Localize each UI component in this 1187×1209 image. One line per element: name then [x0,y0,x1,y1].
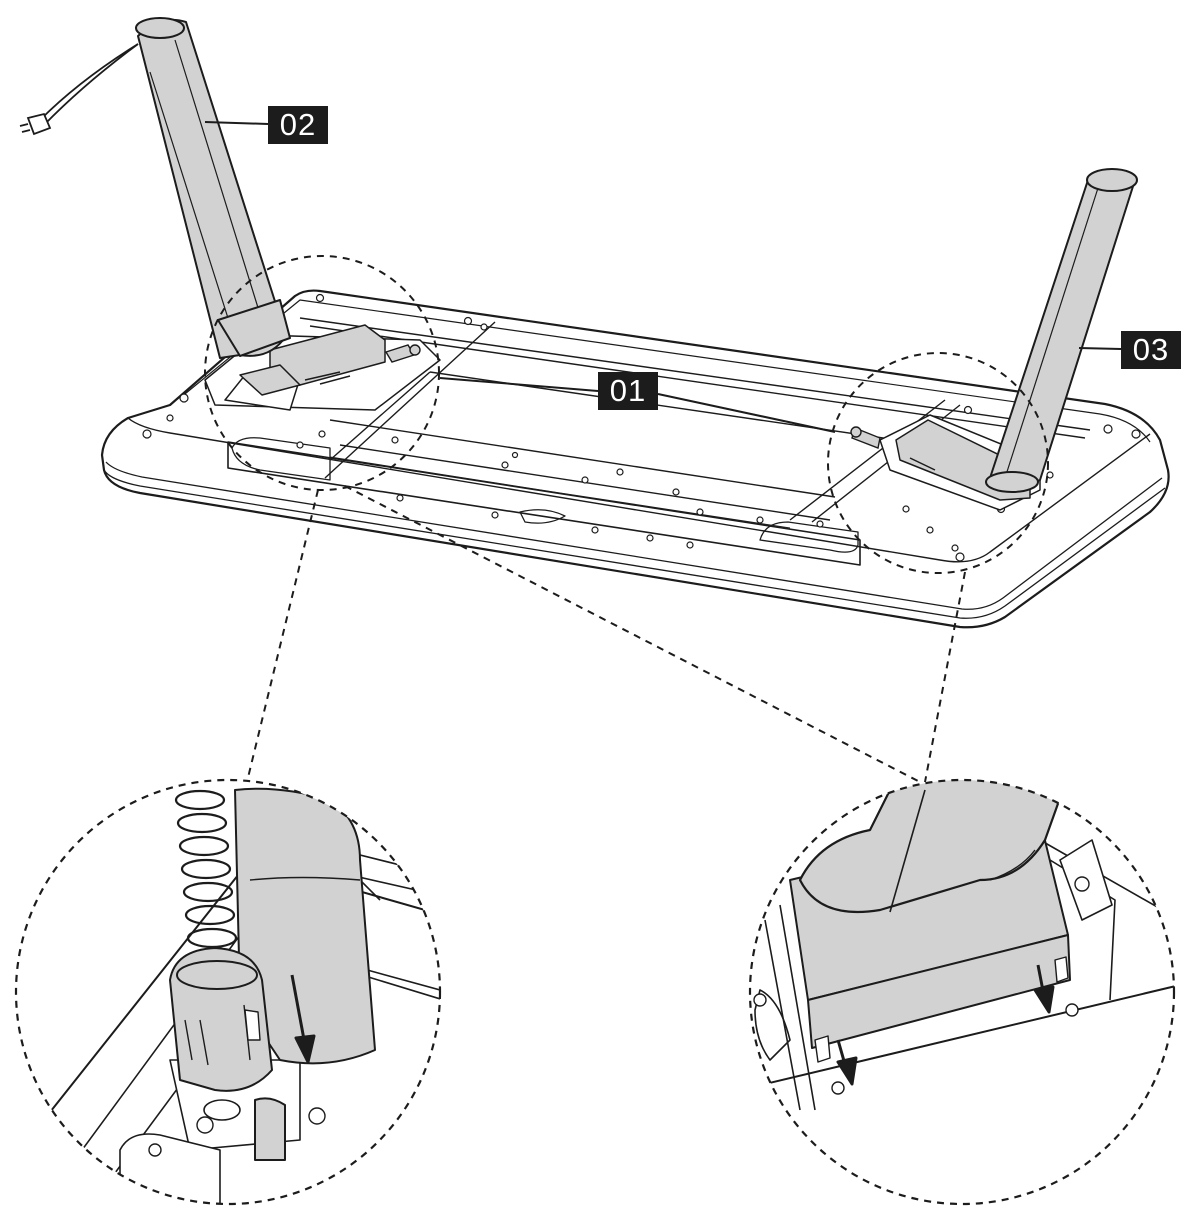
callout-label-right-leg: 03 [1121,331,1181,369]
detail-left [14,778,442,1206]
insert-arrow-right-1 [836,1039,858,1086]
detail-ring-left [14,778,442,1206]
magnify-ring-right [827,352,1049,574]
callout-leader-01 [439,377,836,433]
end-cap-left [231,437,331,481]
handle-slot [519,509,566,524]
tabletop-edge-band-2 [105,461,1163,610]
insert-arrow-right-2 [1033,964,1055,1014]
left-cable-connector [384,344,421,363]
magnify-leader-lines [244,485,966,791]
callout-label-left-leg: 02 [268,106,328,144]
tabletop-inner-lip [127,417,1151,563]
right-cable-connector [850,426,881,449]
callout-leader-03 [1078,347,1122,350]
frame-panel-divider-left [324,321,496,479]
insert-arrow-left [290,974,316,1064]
right-leg [985,168,1138,493]
magnify-ring-left [204,255,440,491]
detail-right [748,778,1176,1206]
frame-rail-front-line [329,456,791,529]
tabletop-top-edge [179,299,1151,443]
detail-ring-right [748,778,1176,1206]
callout-leader-02 [204,121,269,125]
tabletop-edge-band [103,469,1166,619]
frame-rail-front [227,441,861,566]
left-leg-power-cable [19,43,139,136]
callout-label-tabletop: 01 [598,372,658,410]
frame-rail-back [299,317,1091,439]
left-leg [135,17,291,359]
